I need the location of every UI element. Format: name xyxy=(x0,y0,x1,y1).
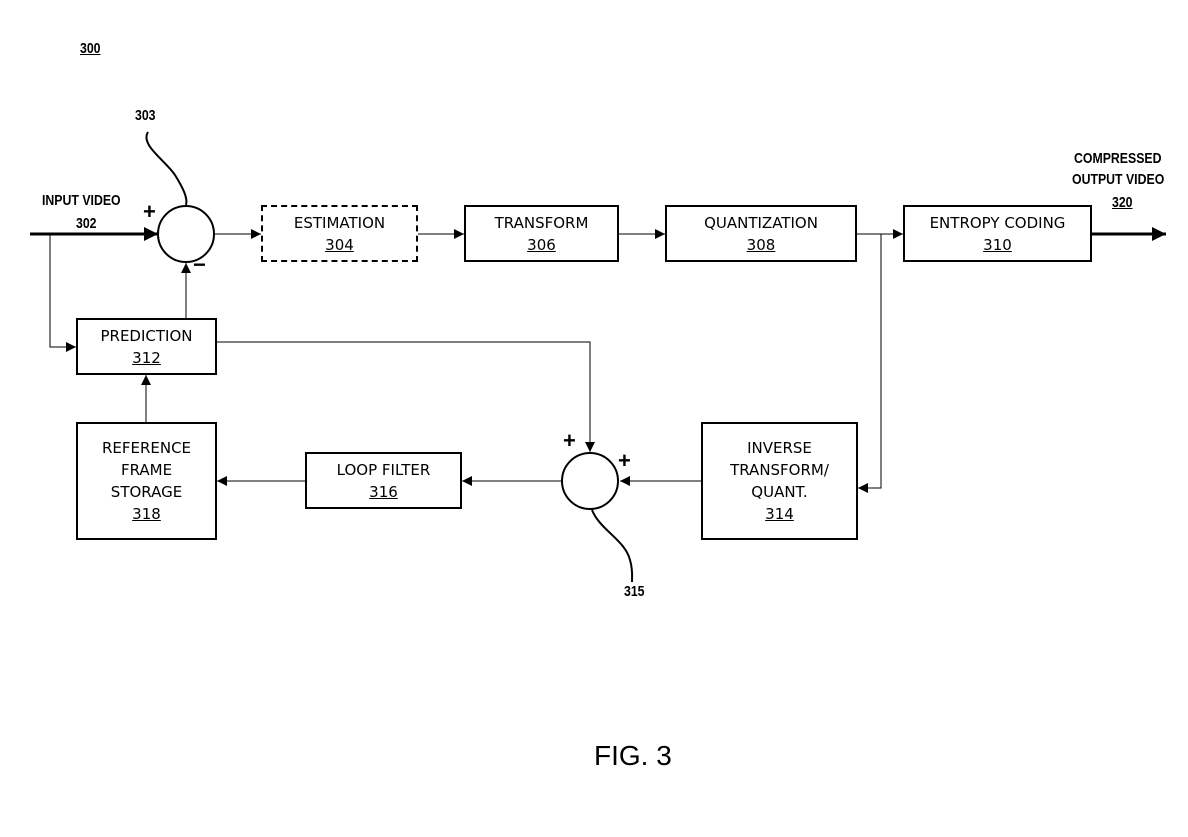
input-video-ref: 302 xyxy=(76,215,97,232)
quantization-ref: 308 xyxy=(746,235,776,254)
entropy-coding-ref: 310 xyxy=(983,235,1012,254)
diagram-number: 300 xyxy=(80,40,101,57)
estimation-title: ESTIMATION xyxy=(293,213,386,232)
output-video-label-line1: COMPRESSED xyxy=(1074,150,1162,167)
inverse-transform-line3: QUANT. xyxy=(751,483,808,501)
summer-303-ref: 303 xyxy=(135,107,156,124)
reference-frame-line3: STORAGE xyxy=(110,483,183,501)
transform-title: TRANSFORM xyxy=(494,213,589,232)
summer-315-plus-left: + xyxy=(563,428,576,453)
quantization-title: QUANTIZATION xyxy=(704,213,818,232)
estimation-ref: 304 xyxy=(325,235,354,254)
leader-315 xyxy=(591,509,634,583)
quantization-block: QUANTIZATION 308 xyxy=(665,205,857,262)
reference-frame-storage-block: REFERENCE FRAME STORAGE 318 xyxy=(76,422,217,540)
loop-filter-block: LOOP FILTER 316 xyxy=(305,452,462,509)
reference-frame-line2: FRAME xyxy=(120,461,173,479)
output-video-label-line2: OUTPUT VIDEO xyxy=(1072,171,1165,188)
inverse-transform-block: INVERSE TRANSFORM/ QUANT. 314 xyxy=(701,422,858,540)
loop-filter-title: LOOP FILTER xyxy=(336,460,431,479)
input-video-label: INPUT VIDEO xyxy=(42,192,121,209)
summer-315-circle xyxy=(561,452,619,510)
summer-303-minus: − xyxy=(193,252,206,277)
reference-frame-ref: 318 xyxy=(132,505,161,523)
transform-block: TRANSFORM 306 xyxy=(464,205,619,262)
entropy-coding-block: ENTROPY CODING 310 xyxy=(903,205,1092,262)
inverse-transform-line2: TRANSFORM/ xyxy=(730,461,829,479)
entropy-coding-title: ENTROPY CODING xyxy=(929,213,1066,232)
prediction-ref: 312 xyxy=(132,348,161,367)
summer-315-plus-right: + xyxy=(618,448,631,473)
prediction-title: PREDICTION xyxy=(100,326,193,345)
summer-315-ref: 315 xyxy=(624,583,645,600)
output-video-ref: 320 xyxy=(1112,194,1133,211)
inverse-transform-line1: INVERSE xyxy=(747,439,812,457)
inverse-transform-ref: 314 xyxy=(765,505,794,523)
input-to-prediction-line xyxy=(49,234,76,352)
leader-303 xyxy=(145,131,188,206)
transform-ref: 306 xyxy=(527,235,556,254)
prediction-block: PREDICTION 312 xyxy=(76,318,217,375)
loop-filter-ref: 316 xyxy=(369,482,398,501)
summer-303-plus: + xyxy=(143,199,156,224)
reference-frame-line1: REFERENCE xyxy=(101,439,192,457)
estimation-block: ESTIMATION 304 xyxy=(261,205,418,262)
figure-caption: FIG. 3 xyxy=(594,740,672,771)
